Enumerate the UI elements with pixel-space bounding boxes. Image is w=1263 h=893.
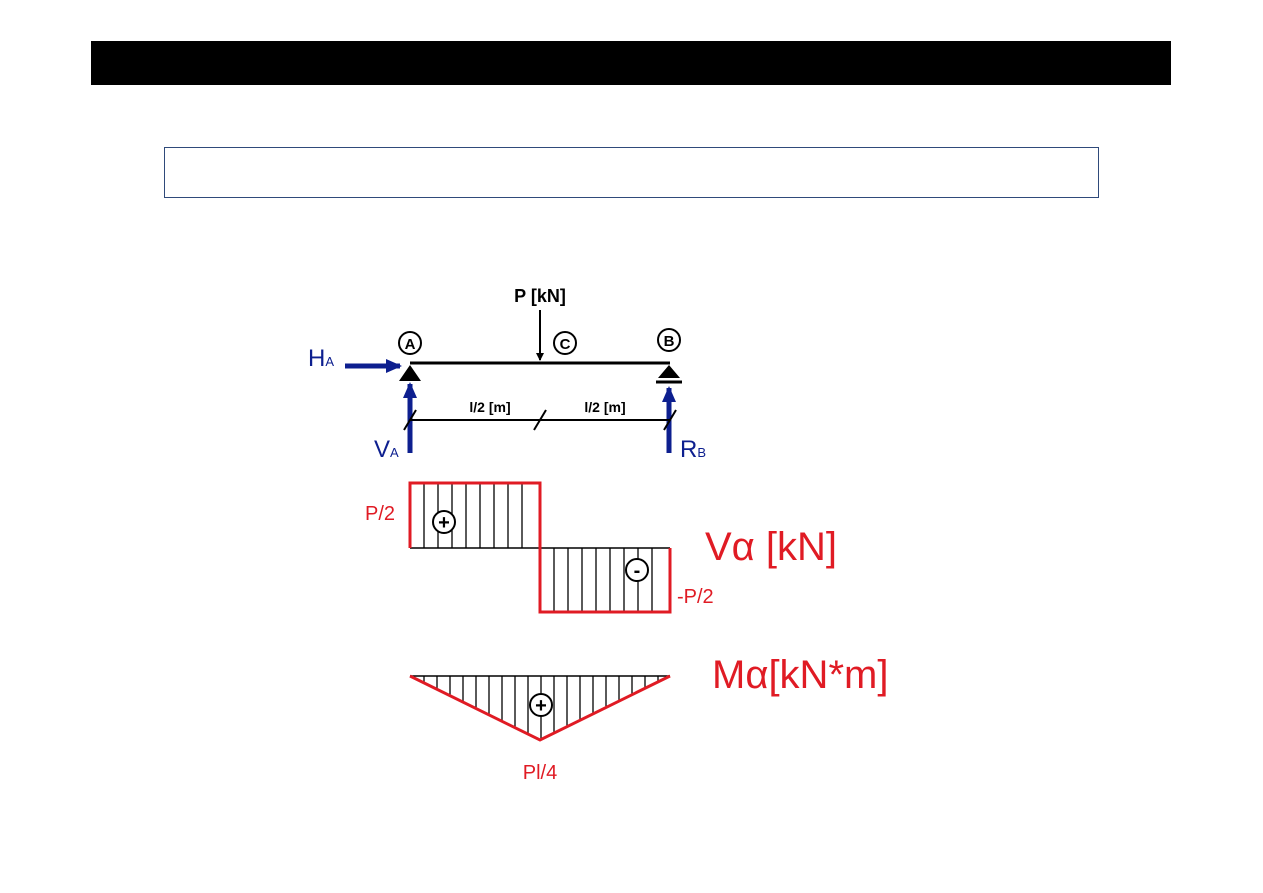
moment-title: Mα[kN*m] — [712, 653, 888, 697]
shear-negative-value: -P/2 — [677, 586, 714, 608]
moment-diagram: + — [409, 674, 671, 742]
moment-curve — [409, 674, 671, 742]
shear-positive-value: P/2 — [365, 503, 395, 525]
shear-positive-sign: + — [438, 512, 450, 534]
span-right-label: l/2 [m] — [584, 399, 625, 415]
reaction-rb-label: RB — [680, 436, 706, 463]
shear-diagram: + - — [408, 481, 672, 614]
node-c-label: C — [560, 336, 571, 353]
moment-max-value: Pl/4 — [523, 762, 557, 784]
node-b-label: B — [664, 333, 675, 350]
load-label: P [kN] — [514, 286, 566, 306]
node-a-label: A — [405, 336, 416, 353]
span-left-label: l/2 [m] — [469, 399, 510, 415]
shear-title: Vα [kN] — [705, 525, 837, 569]
reaction-va-label: VA — [374, 436, 399, 463]
pin-support-a — [399, 365, 421, 381]
reaction-ha-label: HA — [308, 345, 334, 372]
title-bar — [91, 41, 1171, 85]
node-a: A — [398, 331, 422, 355]
shear-positive-region — [408, 481, 542, 548]
shear-negative-region — [538, 548, 672, 614]
node-b: B — [657, 328, 681, 352]
subtitle-box — [164, 147, 1099, 198]
shear-negative-sign: - — [634, 560, 641, 582]
dimension-line — [403, 409, 677, 431]
moment-sign: + — [535, 695, 547, 717]
node-c: C — [553, 331, 577, 355]
roller-support-b — [656, 365, 682, 384]
